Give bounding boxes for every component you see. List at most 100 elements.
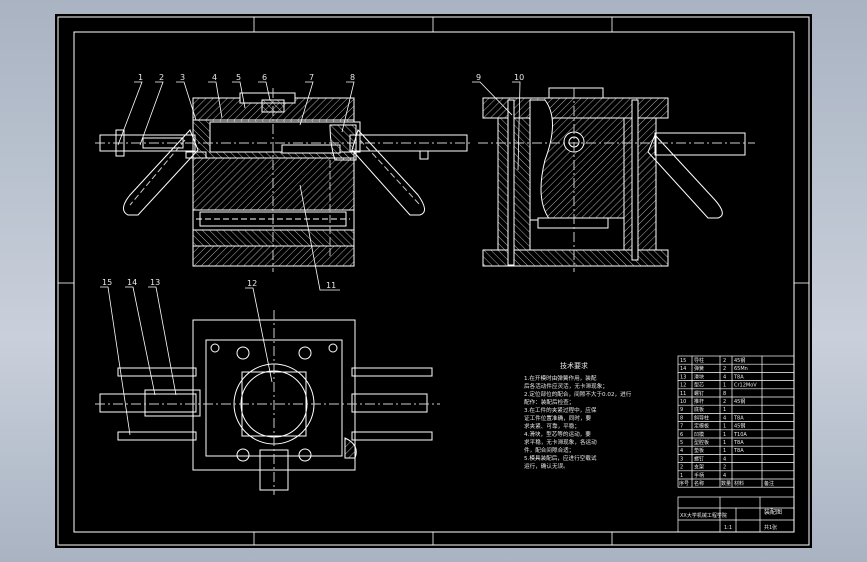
bom-cell-name: 推杆 [694, 398, 704, 405]
balloon-14: 14 [127, 278, 137, 287]
tech-req-line: 5.模具装配后，应进行空载试 [524, 454, 597, 462]
bom-cell-name: 底板 [694, 406, 704, 413]
balloon-12: 12 [247, 279, 257, 288]
outer-frame [57, 16, 810, 546]
bom-cell-qty: 1 [723, 440, 726, 446]
tech-req-line: 运行，确认无误。 [524, 462, 569, 470]
bom-cell-no: 7 [680, 424, 683, 430]
bom-cell-material: T8A [733, 440, 744, 446]
bom-cell-name: 手柄 [694, 472, 704, 479]
tech-req-line: 1.在开模时由弹簧作用，装配 [524, 374, 597, 382]
bom-cell-no: 2 [680, 465, 683, 471]
bom-cell-no: 6 [680, 432, 683, 438]
bom-cell-name: 螺钉 [694, 390, 704, 397]
bom-cell-no: 14 [680, 366, 686, 372]
bom-cell-material: T8A [733, 415, 744, 421]
inner-frame [73, 31, 795, 533]
bom-header-name: 名称 [694, 480, 704, 487]
balloon-8: 8 [350, 73, 355, 82]
bom-cell-name: 支架 [694, 464, 704, 471]
bom-cell-material: 45钢 [734, 398, 745, 405]
bom-cell-qty: 1 [723, 448, 726, 454]
bom-cell-qty: 4 [723, 456, 726, 462]
balloon-10: 10 [514, 73, 524, 82]
bom-cell-qty: 1 [723, 407, 726, 413]
bom-cell-name: 定模板 [694, 423, 709, 430]
bom-cell-no: 4 [680, 448, 683, 454]
bom-cell-material: T10A [733, 432, 747, 438]
zone-ticks [58, 17, 809, 545]
bom-cell-no: 1 [680, 473, 683, 479]
tech-req-line: 后各活动件应灵活，无卡滞现象； [524, 382, 608, 390]
bom-cell-no: 10 [680, 399, 686, 405]
title-scale: 1:1 [724, 525, 732, 531]
bom-cell-material: 45钢 [734, 423, 745, 430]
bom-header-no: 序号 [679, 480, 689, 487]
balloon-7: 7 [309, 73, 314, 82]
bom-cell-name: 滑块 [694, 373, 704, 380]
bom-cell-qty: 2 [723, 358, 726, 364]
bom-cell-qty: 8 [723, 391, 726, 397]
balloon-15: 15 [102, 278, 112, 287]
bom-cell-material: Cr12MoV [734, 383, 757, 389]
bom-cell-material: T8A [733, 448, 744, 454]
bom-cell-no: 13 [680, 374, 686, 380]
front-view [192, 92, 361, 267]
bom-cell-qty: 2 [723, 399, 726, 405]
bom-cell-material: T8A [733, 374, 744, 380]
side-view [478, 87, 755, 272]
tech-req-line: 4.滑块，型芯等的运动，要 [524, 430, 591, 438]
technical-requirements: 技术要求 1.在开模时由弹簧作用，装配 后各活动件应灵活，无卡滞现象； 2.定位… [524, 361, 632, 470]
bom-cell-name: 斜导柱 [694, 414, 709, 421]
bom-header-material: 材料 [734, 480, 744, 487]
bom-cell-no: 9 [680, 407, 683, 413]
balloon-11: 11 [326, 281, 336, 290]
bom-cell-qty: 1 [723, 432, 726, 438]
bom-cell-qty: 2 [723, 366, 726, 372]
leader-lines [100, 81, 521, 436]
tech-req-title: 技术要求 [560, 361, 588, 370]
bom-cell-qty: 4 [723, 415, 726, 421]
balloon-4: 4 [212, 73, 217, 82]
balloon-9: 9 [476, 73, 481, 82]
bom-cell-no: 11 [680, 391, 686, 397]
balloon-3: 3 [180, 73, 185, 82]
bom-cell-qty: 1 [723, 383, 726, 389]
bom-cell-no: 5 [680, 440, 683, 446]
balloon-5: 5 [236, 73, 241, 82]
tech-req-line: 求平稳，无卡滞现象，各运动 [524, 438, 597, 446]
title-school: XX大学机械工程学院 [680, 512, 727, 519]
drawing-sheet: 1 2 3 4 5 6 7 8 9 10 11 12 13 14 15 技术要求… [55, 14, 812, 548]
bom-cell-qty: 1 [723, 424, 726, 430]
bom-header-qty: 数量 [721, 480, 731, 487]
title-sheet: 共1张 [764, 524, 777, 531]
bom-cell-no: 3 [680, 456, 683, 462]
bom-cell-qty: 2 [723, 465, 726, 471]
title-drawing-name: 装配图 [764, 508, 782, 516]
tech-req-line: 配作：装配后检查； [524, 398, 574, 406]
bom-cell-name: 螺钉 [694, 455, 704, 462]
balloon-13: 13 [150, 278, 160, 287]
tech-req-line: 件，配合间隙合适； [524, 446, 574, 454]
bom-cell-no: 12 [680, 383, 686, 389]
bom-cell-material: 45钢 [734, 357, 745, 364]
bom-cell-material: 65Mn [734, 366, 748, 372]
bom-cell-name: 导柱 [694, 357, 704, 364]
tech-req-line: 求夹紧、可靠，平稳； [524, 422, 580, 430]
bom-cell-name: 弹簧 [694, 365, 704, 372]
tech-req-line: 证工件位置准确，同时，要 [524, 414, 592, 422]
balloon-1: 1 [138, 73, 143, 82]
tech-req-line: 3.在工件的夹紧过程中，应保 [524, 406, 597, 414]
bom-cell-name: 型腔板 [694, 439, 709, 446]
balloon-labels: 1 2 3 4 5 6 7 8 9 10 11 12 13 14 15 [102, 73, 524, 290]
bom-cell-qty: 4 [723, 473, 726, 479]
bom-header-note: 备注 [764, 480, 774, 487]
bom-cell-no: 8 [680, 415, 683, 421]
title-block [677, 496, 795, 533]
bom-cell-name: 型芯 [694, 382, 704, 389]
top-view [95, 310, 440, 495]
balloon-2: 2 [159, 73, 164, 82]
bom-cell-no: 15 [680, 358, 686, 364]
